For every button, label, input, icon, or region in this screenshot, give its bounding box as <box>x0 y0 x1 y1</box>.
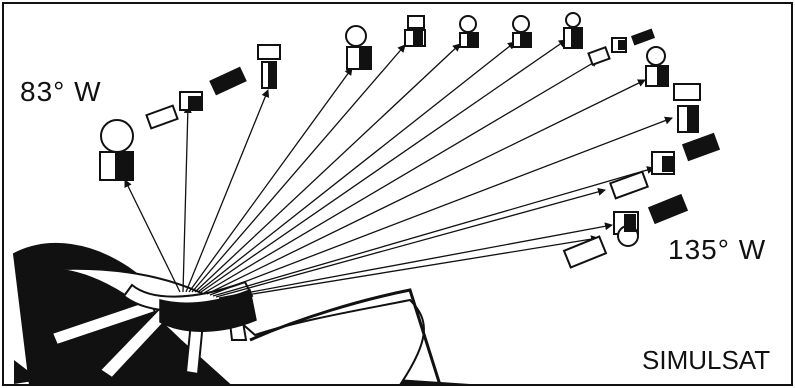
ray-15 <box>221 235 599 300</box>
satellite-icon <box>587 28 656 66</box>
satellite-icon <box>257 44 281 89</box>
satellite-icon <box>563 12 583 49</box>
satellite-icon <box>645 46 669 87</box>
ray-9 <box>203 59 599 294</box>
ray-14 <box>218 222 613 299</box>
satellite-icon <box>345 25 372 70</box>
ray-4 <box>188 67 353 293</box>
ray-6 <box>194 43 461 293</box>
satellite-icon <box>512 15 532 48</box>
satellite-icon <box>673 83 701 133</box>
satellite-icon <box>404 15 426 47</box>
satellite-icon <box>459 15 479 48</box>
ray-11 <box>209 116 673 296</box>
longitude-label-start: 83° W <box>20 76 102 107</box>
product-name-label: SIMULSAT <box>642 345 771 375</box>
longitude-label-end: 135° W <box>668 234 767 265</box>
ray-13 <box>215 187 606 298</box>
satellite-icon <box>562 193 689 269</box>
satellite-icon <box>99 119 134 181</box>
ray-5 <box>191 44 406 293</box>
satellite-icon <box>145 66 247 130</box>
ray-10 <box>206 79 646 295</box>
ray-7 <box>197 41 516 293</box>
ray-3 <box>185 89 270 293</box>
ray-12 <box>212 166 655 297</box>
antenna-dish-icon <box>12 242 471 386</box>
satellite-icon <box>609 132 721 200</box>
ray-1 <box>124 179 181 293</box>
ray-2 <box>182 105 192 293</box>
signal-rays <box>124 39 673 300</box>
ray-8 <box>200 39 567 293</box>
